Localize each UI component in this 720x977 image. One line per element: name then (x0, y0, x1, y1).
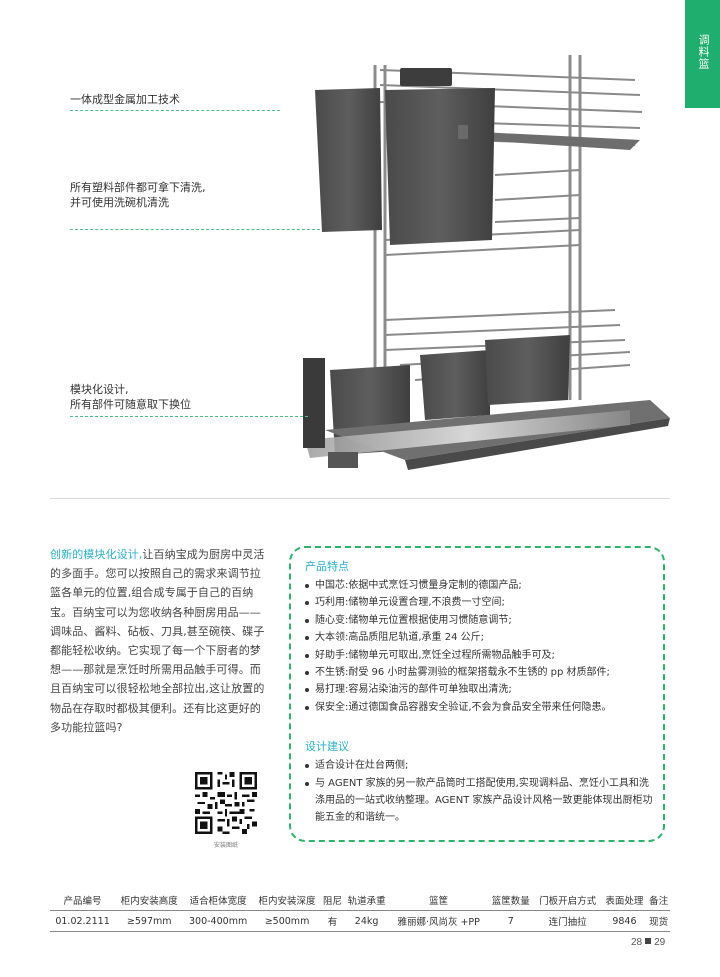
callout-plastic-parts: 所有塑料部件都可拿下清洗, 并可使用洗碗机清洗 (70, 181, 206, 209)
callout-modular-design: 模块化设计, 所有部件可随意取下换位 (70, 383, 191, 411)
qr-code-icon[interactable] (195, 772, 257, 834)
callout-metal-technique: 一体成型金属加工技术 (70, 93, 180, 106)
callout-line-2 (70, 229, 320, 230)
table-cell: 雅丽娜·风尚灰 +PP (397, 917, 480, 928)
feature-item: 随心变:储物单元位置根据使用习惯随意调节; (305, 612, 653, 629)
callout-line-1 (70, 110, 280, 111)
section-divider (50, 498, 670, 499)
table-row: 01.02.2111 ≥597mm 300-400mm ≥500mm 有 24k… (50, 911, 670, 932)
features-list: 中国芯:依据中式烹饪习惯量身定制的德国产品; 巧利用:储物单元设置合理,不浪费一… (305, 577, 653, 716)
design-item: 适合设计在灶台两侧; (305, 757, 653, 774)
col-header: 产品编号 (63, 896, 102, 907)
callout-line-3 (70, 416, 308, 417)
table-cell: 01.02.2111 (55, 915, 110, 927)
section-tab-label: 调料篮 (697, 34, 710, 70)
table-cell: ≥500mm (264, 915, 310, 927)
table-cell: ≥597mm (126, 915, 172, 927)
design-heading: 设计建议 (305, 740, 349, 754)
table-cell: 有 (327, 917, 338, 928)
feature-item: 大本领:高品质阻尼轨道,承重 24 公斤; (305, 629, 653, 646)
col-header: 适合柜体宽度 (189, 896, 247, 907)
col-header: 阻尼 (322, 896, 342, 907)
feature-item: 易打理:容易沾染油污的部件可单独取出清洗; (305, 681, 653, 698)
page-number-right: 29 (654, 937, 666, 948)
feature-item: 好助手:储物单元可取出,烹饪全过程所需物品触手可及; (305, 647, 653, 664)
design-list: 适合设计在灶台两侧; 与 AGENT 家族的另一款产品筒时工搭配使用,实现调料品… (305, 757, 653, 827)
pull-out-basket-image (303, 55, 670, 470)
page-numbers: 28 29 (631, 937, 665, 948)
features-heading: 产品特点 (305, 560, 349, 573)
intro-text: 让百纳宝成为厨房中灵活的多面手。您可以按照自己的需求来调节拉篮各单元的位置,组合… (50, 548, 265, 734)
col-header: 柜内安装深度 (258, 896, 316, 907)
table-cell: 7 (507, 915, 514, 927)
table-cell: 现货 (649, 917, 669, 928)
square-separator-icon (645, 938, 652, 944)
intro-paragraph: 创新的模块化设计,让百纳宝成为厨房中灵活的多面手。您可以按照自己的需求来调节拉篮… (50, 545, 268, 737)
spec-table: 产品编号 柜内安装高度 适合柜体宽度 柜内安装深度 阻尼 轨道承重 篮筐 篮筐数… (50, 890, 670, 932)
intro-highlight: 创新的模块化设计, (50, 548, 143, 561)
design-item: 与 AGENT 家族的另一款产品筒时工搭配使用,实现调料品、烹饪小工具和洗涤用品… (305, 775, 653, 827)
col-header: 柜内安装高度 (120, 896, 178, 907)
table-header-row: 产品编号 柜内安装高度 适合柜体宽度 柜内安装深度 阻尼 轨道承重 篮筐 篮筐数… (50, 890, 670, 911)
col-header: 篮筐 (429, 896, 449, 907)
col-header: 门板开启方式 (539, 896, 597, 907)
section-tab: 调料篮 (685, 0, 720, 108)
table-cell: 300-400mm (189, 915, 248, 927)
feature-box: 产品特点 中国芯:依据中式烹饪习惯量身定制的德国产品; 巧利用:储物单元设置合理… (289, 546, 665, 842)
col-header: 轨道承重 (347, 896, 386, 907)
table-cell: 连门抽拉 (548, 917, 587, 928)
feature-item: 巧利用:储物单元设置合理,不浪费一寸空间; (305, 594, 653, 611)
qr-caption: 安装图纸 (213, 842, 238, 849)
feature-item: 中国芯:依据中式烹饪习惯量身定制的德国产品; (305, 577, 653, 594)
page-number-left: 28 (631, 937, 643, 948)
feature-item: 保安全:通过德国食品容器安全验证,不会为食品安全带来任何隐患。 (305, 699, 653, 716)
feature-item: 不生锈:耐受 96 小时盐雾测验的框架搭载永不生锈的 pp 材质部件; (305, 664, 653, 681)
col-header: 表面处理 (605, 896, 644, 907)
table-cell: 24kg (354, 915, 379, 927)
col-header: 篮筐数量 (491, 896, 530, 907)
table-cell: 9846 (612, 915, 637, 927)
col-header: 备注 (649, 896, 669, 907)
